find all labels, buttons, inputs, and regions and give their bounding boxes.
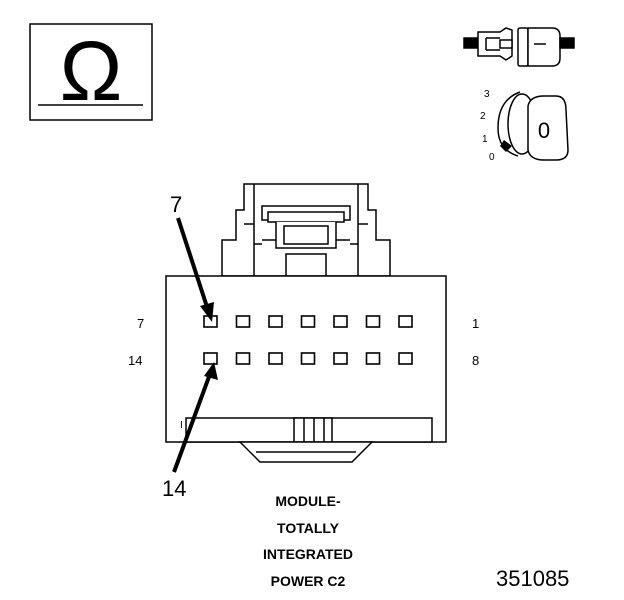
disconnected-connector-icon xyxy=(463,27,575,67)
connector-cavity xyxy=(365,315,381,328)
connector-cavity xyxy=(398,315,413,328)
connector-cavity xyxy=(268,352,283,365)
row-label-top-right: 1 xyxy=(472,316,479,331)
figure-number: 351085 xyxy=(496,566,570,591)
ignition-position-2: 2 xyxy=(480,111,486,122)
row-label-bottom-left: 14 xyxy=(128,353,142,368)
connector-cavity xyxy=(365,352,381,365)
callout-label-bottom: 14 xyxy=(162,476,186,501)
cavity-grid xyxy=(203,315,413,365)
callout-arrow-bottom xyxy=(172,362,218,473)
ignition-selected-position: 0 xyxy=(538,118,550,143)
row-label-bottom-right: 8 xyxy=(472,353,479,368)
connector-cavity xyxy=(333,352,348,365)
ohm-icon: Ω xyxy=(60,24,123,118)
caption-line-3: INTEGRATED xyxy=(263,546,353,562)
ignition-position-1: 1 xyxy=(482,134,488,145)
ignition-position-0: 0 xyxy=(489,152,495,163)
connector-cavity xyxy=(398,352,413,365)
caption-line-2: TOTALLY xyxy=(277,519,339,536)
caption-line-1: MODULE- xyxy=(275,493,341,509)
caption-line-4: POWER C2 xyxy=(270,572,346,589)
ignition-position-3: 3 xyxy=(484,89,490,100)
ignition-switch-icon: 0 3 2 1 0 xyxy=(480,89,569,163)
connector-cavity xyxy=(333,315,348,328)
ohmmeter-symbol-box: Ω xyxy=(29,23,153,121)
pin-index-mark: I xyxy=(180,420,183,431)
callout-label-top: 7 xyxy=(170,192,182,217)
connector-cavity xyxy=(300,352,316,365)
connector-cavity xyxy=(203,352,218,365)
row-label-top-left: 7 xyxy=(137,316,144,331)
connector-cavity xyxy=(235,352,251,365)
connector-cavity xyxy=(268,315,283,328)
connector-cavity xyxy=(235,315,251,328)
connector-cavity xyxy=(300,315,316,328)
callout-arrow-top xyxy=(176,217,214,322)
connector-caption: MODULE- TOTALLY INTEGRATED POWER C2 xyxy=(208,488,408,594)
